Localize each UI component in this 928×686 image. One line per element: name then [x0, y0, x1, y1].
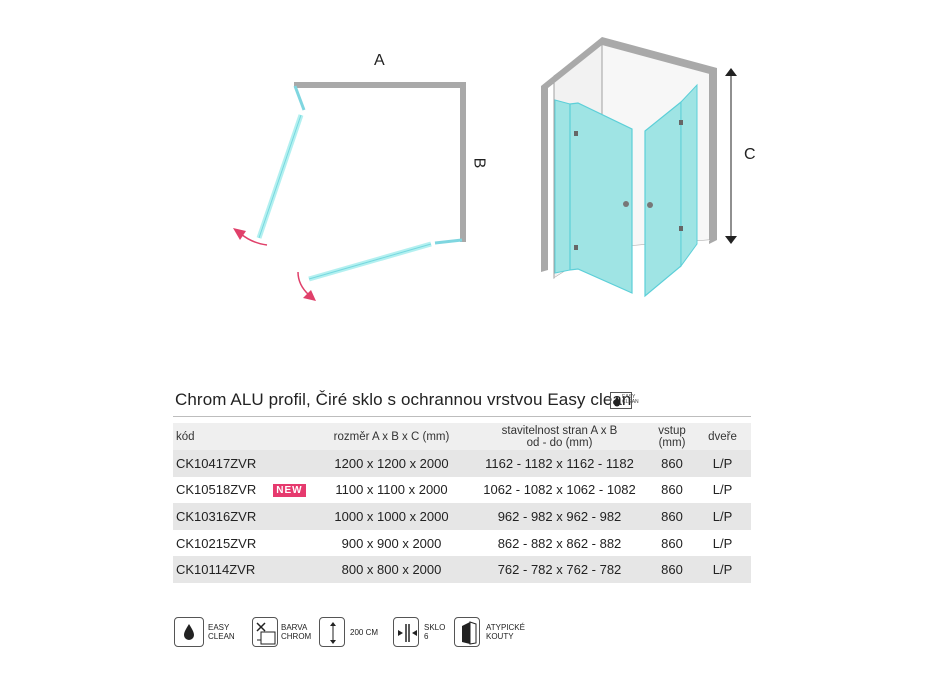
row-entrance: 860 — [650, 556, 694, 583]
feature-label-atypical: ATYPICKÉ KOUTY — [486, 623, 525, 641]
swing-arrow-right — [297, 271, 310, 296]
header-entrance: vstup (mm) — [658, 424, 686, 449]
feature-label-glass: SKLO 6 — [424, 623, 446, 641]
row-entrance: 860 — [661, 482, 683, 498]
new-badge: NEW — [273, 484, 306, 498]
row-entrance: 860 — [650, 503, 694, 530]
row-dimensions: 1000 x 1000 x 2000 — [314, 503, 469, 530]
row-doors: L/P — [694, 503, 751, 530]
row-dimensions: 900 x 900 x 2000 — [341, 535, 442, 551]
row-adjustability: 1162 - 1182 x 1162 - 1182 — [469, 450, 650, 477]
height-arrow-icon — [319, 617, 345, 647]
row-code: CK10215ZVR — [176, 535, 257, 551]
row-doors: L/P — [694, 556, 751, 583]
spec-title: Chrom ALU profil, Čiré sklo s ochrannou … — [175, 390, 632, 409]
header-doors: dveře — [708, 430, 737, 443]
row-adjustability: 962 - 982 x 962 - 982 — [469, 503, 650, 530]
glass-thickness-icon — [393, 617, 419, 647]
header-dimensions: rozměr A x B x C (mm) — [333, 430, 450, 443]
row-entrance: 860 — [650, 450, 694, 477]
header-code: kód — [176, 430, 195, 443]
row-adjustability: 862 - 882 x 862 - 882 — [497, 535, 622, 551]
feature-label-easy-clean: EASY CLEAN — [208, 623, 235, 641]
easy-clean-mini-icon — [610, 392, 632, 409]
spec-table: kód rozměr A x B x C (mm) stavitelnost s… — [173, 423, 751, 583]
dimension-label-c: C — [744, 146, 756, 163]
table-header-row: kód rozměr A x B x C (mm) stavitelnost s… — [173, 423, 751, 450]
feature-label-color: BARVA CHROM — [281, 623, 312, 641]
row-code: CK10114ZVR — [173, 556, 314, 583]
corner-icon — [454, 617, 480, 647]
row-code: CK10316ZVR — [173, 503, 314, 530]
table-row: CK10417ZVR 1200 x 1200 x 2000 1162 - 118… — [173, 450, 751, 477]
row-entrance: 860 — [661, 535, 683, 551]
table-row: CK10316ZVR 1000 x 1000 x 2000 962 - 982 … — [173, 503, 751, 530]
row-doors: L/P — [712, 482, 733, 498]
feature-label-height: 200 CM — [350, 628, 379, 637]
row-adjustability: 762 - 782 x 762 - 782 — [469, 556, 650, 583]
row-code: CK10417ZVR — [173, 450, 314, 477]
table-row: CK10215ZVR 900 x 900 x 2000 862 - 882 x … — [173, 530, 751, 557]
easy-clean-mini-label: EASY CLEAN — [622, 394, 639, 405]
water-drop-icon — [174, 617, 204, 647]
header-adjustability: stavitelnost stran A x B od - do (mm) — [501, 424, 618, 449]
row-adjustability: 1062 - 1082 x 1062 - 1082 — [483, 482, 636, 498]
row-dimensions: 800 x 800 x 2000 — [314, 556, 469, 583]
table-row: CK10114ZVR 800 x 800 x 2000 762 - 782 x … — [173, 556, 751, 583]
table-top-rule — [173, 416, 751, 417]
row-dimensions: 1200 x 1200 x 2000 — [314, 450, 469, 477]
row-dimensions: 1100 x 1100 x 2000 — [335, 482, 448, 498]
dimension-label-a: A — [374, 52, 385, 69]
color-swatch-icon — [252, 617, 278, 647]
row-doors: L/P — [712, 535, 733, 551]
row-doors: L/P — [694, 450, 751, 477]
